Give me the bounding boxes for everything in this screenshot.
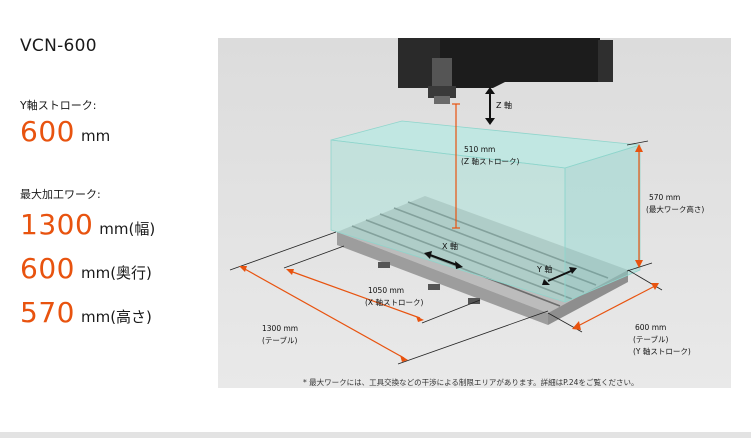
height-note: (高さ): [110, 308, 152, 326]
z-axis-arrow-icon: [485, 87, 495, 125]
max-work-label: 最大加工ワーク:: [20, 188, 101, 201]
y-stroke-spec: 600 mm: [20, 115, 110, 148]
work-envelope: [330, 120, 641, 303]
x-axis-label: X 軸: [442, 241, 458, 251]
width-unit: mm: [99, 220, 129, 238]
depth-value: 600: [20, 252, 75, 285]
depth-unit: mm: [80, 264, 111, 282]
x-stroke-line1: 1050 mm: [368, 286, 404, 295]
x-stroke-line2: (X 軸ストローク): [365, 297, 423, 307]
max-height-line1: 570 mm: [649, 193, 680, 202]
table-width-line1: 1300 mm: [262, 324, 298, 333]
height-value: 570: [20, 296, 75, 329]
height-unit: mm: [80, 308, 111, 326]
width-note: (幅): [128, 220, 156, 238]
spindle-head: [398, 38, 613, 104]
width-value: 1300: [20, 208, 94, 241]
depth-note: (奥行): [110, 264, 152, 282]
bottom-band: [0, 432, 751, 438]
table-depth-line2: (テーブル): [633, 334, 668, 344]
footnote: * 最大ワークには、工具交換などの干渉による制限エリアがあります。詳細はP.24…: [303, 378, 639, 387]
z-stroke-line1: 510 mm: [464, 145, 495, 154]
y-stroke-label: Y軸ストローク:: [20, 99, 97, 112]
width-spec: 1300 mm(幅): [20, 208, 155, 241]
z-axis-label: Z 軸: [496, 100, 512, 110]
model-title: VCN-600: [20, 36, 97, 56]
x-axis-arrow-icon: [424, 251, 463, 269]
table-depth-line3: (Y 軸ストローク): [633, 346, 691, 356]
y-axis-label: Y 軸: [536, 264, 552, 274]
table-width-line2: (テーブル): [262, 335, 297, 345]
x-stroke-dimension: [289, 270, 421, 319]
table-depth-dimension: [575, 285, 656, 328]
table-depth-line1: 600 mm: [635, 323, 666, 332]
y-stroke-value: 600: [20, 115, 75, 148]
depth-spec: 600 mm(奥行): [20, 252, 152, 285]
height-spec: 570 mm(高さ): [20, 296, 152, 329]
machine-diagram: Z 軸 510 mm (Z 軸ストローク) 570 mm (最大ワーク高さ) X…: [218, 38, 731, 388]
z-stroke-line2: (Z 軸ストローク): [461, 156, 519, 166]
y-axis-arrow-icon: [542, 267, 577, 285]
y-stroke-unit: mm: [80, 127, 111, 145]
max-height-line2: (最大ワーク高さ): [646, 204, 704, 214]
table-width-dimension: [242, 267, 405, 359]
